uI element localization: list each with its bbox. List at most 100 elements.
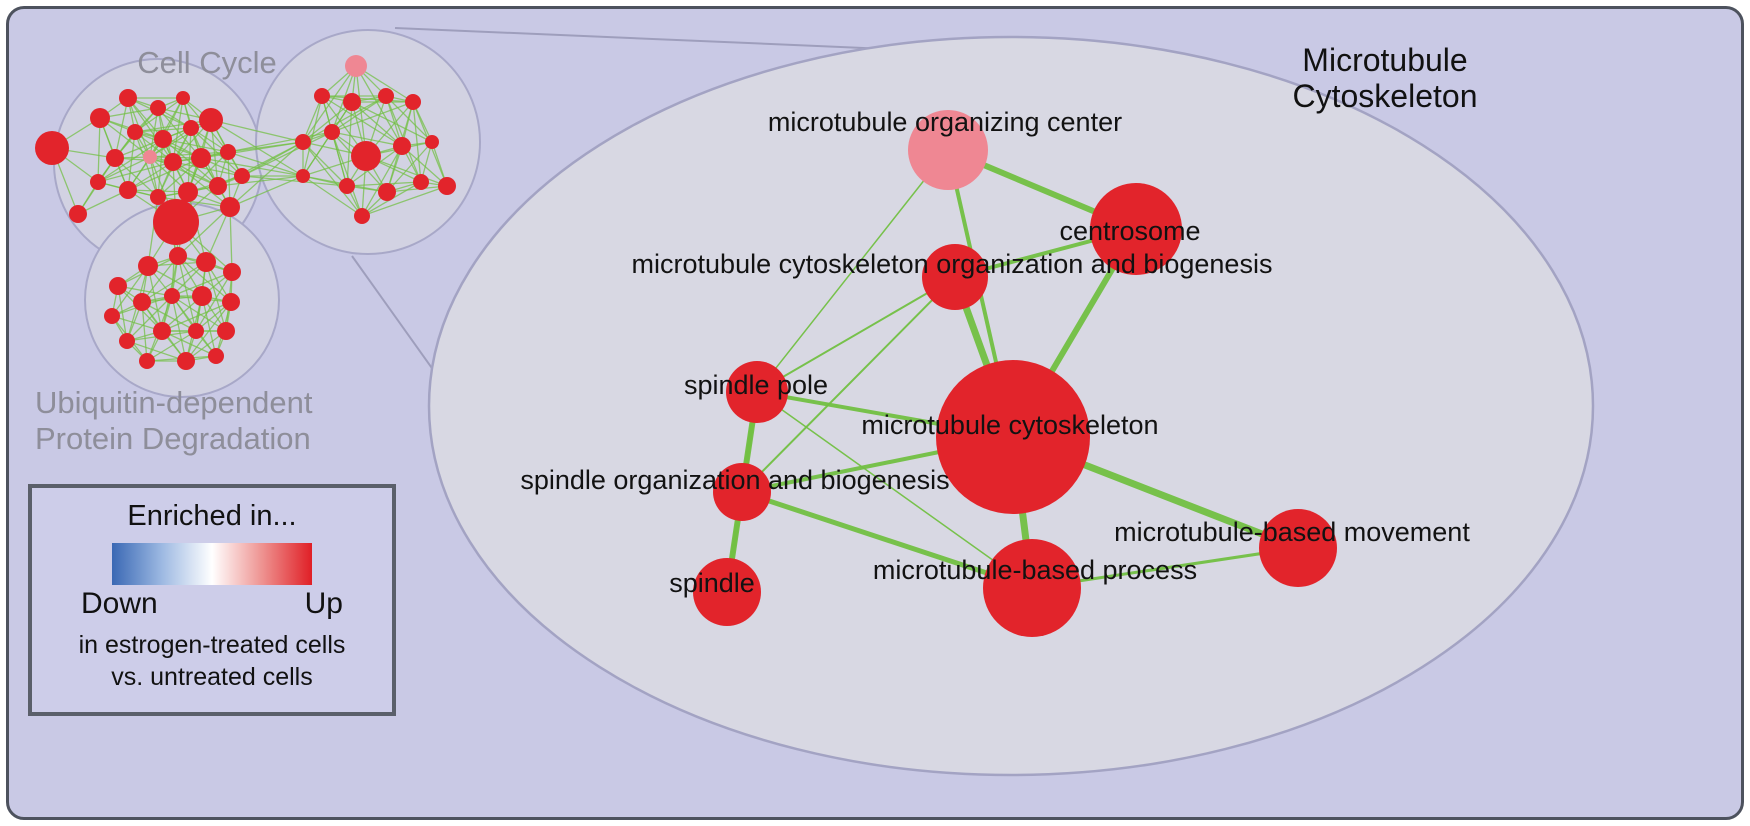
- overview-edge: [205, 206, 231, 263]
- overview-edge: [412, 101, 422, 183]
- legend-caption-line2: vs. untreated cells: [111, 663, 313, 691]
- microtubule-cytoskeleton-title-line1: Microtubule: [1302, 42, 1467, 78]
- overview-edge: [126, 295, 173, 342]
- overview-edge: [141, 301, 197, 332]
- overview-edge: [302, 101, 353, 143]
- overview-edge: [147, 265, 163, 332]
- legend-box: Enriched in... Down Up in estrogen-treat…: [28, 484, 396, 716]
- detail-node-label-centrosome: centrosome: [1059, 216, 1200, 246]
- overview-edge: [97, 138, 164, 183]
- overview-edge: [126, 340, 187, 362]
- overview-edge: [386, 185, 448, 193]
- overview-edge: [205, 261, 227, 332]
- detail-node-centrosome: [1090, 183, 1182, 275]
- detail-node-spindle_pole: [726, 361, 788, 423]
- overview-node: [164, 153, 182, 171]
- overview-node: [199, 108, 223, 132]
- detail-node-sob: [713, 463, 771, 521]
- overview-edge: [149, 151, 229, 158]
- overview-node: [133, 293, 151, 311]
- detail-node-label-spindle: spindle: [669, 568, 755, 598]
- overview-edge: [141, 261, 207, 303]
- overview-node: [351, 141, 381, 171]
- overview-edge: [331, 131, 363, 217]
- overview-edge: [355, 65, 367, 157]
- overview-node: [378, 183, 396, 201]
- overview-node: [425, 135, 439, 149]
- overview-node: [393, 137, 411, 155]
- overview-edge: [161, 330, 217, 357]
- detail-node-mco: [922, 244, 988, 310]
- overview-node: [295, 134, 311, 150]
- overview-node: [339, 178, 355, 194]
- detail-nodes: [693, 110, 1337, 637]
- overview-edge: [361, 185, 448, 217]
- overview-node: [90, 174, 106, 190]
- overview-node: [153, 199, 199, 245]
- overview-edge: [302, 65, 357, 143]
- detail-node-labels: microtubule organizing centercentrosomem…: [520, 107, 1470, 598]
- cell-cycle-cluster-label: Cell Cycle: [137, 45, 277, 80]
- overview-edge: [77, 189, 129, 215]
- detail-node-mbp: [983, 539, 1081, 637]
- overview-edge: [117, 285, 173, 297]
- overview-edge: [134, 131, 159, 198]
- overview-node: [164, 288, 180, 304]
- overview-edge: [190, 127, 243, 177]
- overview-edge: [146, 330, 197, 362]
- overview-node: [119, 89, 137, 107]
- overview-edge: [114, 97, 129, 159]
- overview-node: [127, 124, 143, 140]
- overview-node: [196, 252, 216, 272]
- overview-edge: [171, 271, 233, 297]
- overview-edge: [200, 157, 304, 177]
- overview-node: [220, 197, 240, 217]
- overview-node: [150, 100, 166, 116]
- overview-node: [139, 353, 155, 369]
- overview-node: [343, 93, 361, 111]
- overview-edge: [331, 131, 348, 187]
- overview-node: [192, 286, 212, 306]
- ubiquitin-cluster-label-line2: Protein Degradation: [35, 421, 311, 456]
- overview-edge: [302, 141, 348, 187]
- detail-node-label-spindle_pole: spindle pole: [684, 370, 828, 400]
- overview-node: [119, 181, 137, 199]
- overview-edge: [351, 101, 433, 143]
- overview-edge: [97, 156, 151, 183]
- legend-down-label: Down: [81, 587, 158, 620]
- legend-caption: in estrogen-treated cells vs. untreated …: [79, 629, 346, 693]
- microtubule-cytoskeleton-title-line2: Cytoskeleton: [1293, 78, 1478, 114]
- overview-node: [106, 149, 124, 167]
- overview-edge: [302, 131, 333, 177]
- overview-edge: [229, 175, 304, 208]
- overview-edge: [97, 117, 101, 183]
- overview-edge: [302, 141, 363, 217]
- overview-edge: [217, 175, 304, 187]
- overview-nodes: [35, 55, 456, 370]
- detail-node-label-sob: spindle organization and biogenesis: [520, 465, 949, 495]
- legend-up-label: Up: [304, 587, 343, 620]
- overview-edge: [331, 101, 414, 133]
- overview-node: [208, 348, 224, 364]
- overview-edge: [172, 97, 184, 163]
- detail-node-spindle: [693, 558, 761, 626]
- overview-edge: [210, 119, 304, 143]
- overview-edge: [195, 271, 233, 332]
- ubiquitin-cluster-label-line1: Ubiquitin-dependent: [35, 385, 313, 420]
- overview-edge: [241, 131, 333, 177]
- overview-node: [90, 108, 110, 128]
- overview-edge: [127, 131, 136, 191]
- overview-edge: [302, 95, 387, 143]
- overview-node: [222, 293, 240, 311]
- detail-node-label-mc: microtubule cytoskeleton: [861, 410, 1158, 440]
- legend-caption-line1: in estrogen-treated cells: [78, 631, 346, 659]
- overview-node: [119, 333, 135, 349]
- detail-edge-sob-mbp: [739, 489, 1035, 591]
- overview-edge: [331, 95, 387, 133]
- overview-node: [109, 277, 127, 295]
- overview-edge: [241, 141, 304, 177]
- overview-node: [150, 189, 166, 205]
- overview-node: [178, 182, 198, 202]
- overview-edge: [355, 65, 414, 103]
